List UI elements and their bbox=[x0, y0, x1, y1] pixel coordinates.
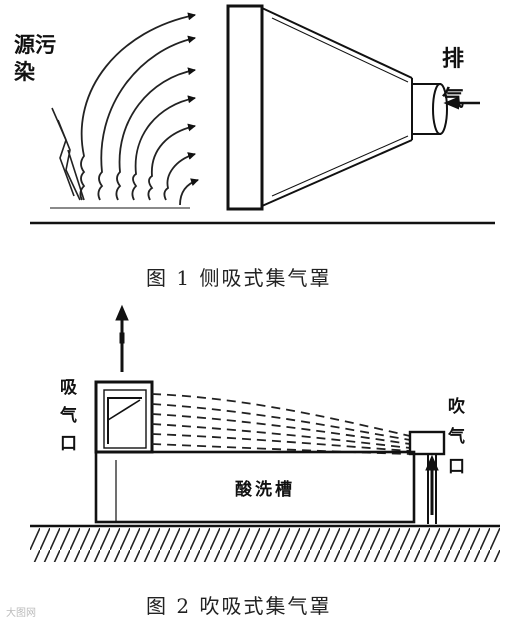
fig1-source-label: 源污染 bbox=[14, 33, 56, 84]
fig2-up-arrow bbox=[115, 304, 129, 372]
fig1-exhaust-label: 排气 bbox=[442, 47, 465, 112]
fig2-intake-hood bbox=[94, 380, 154, 454]
fig2-blow-nozzle bbox=[408, 430, 446, 524]
fig1-hood bbox=[226, 4, 413, 211]
fig1-caption: 图 1 侧吸式集气罩 bbox=[146, 266, 332, 290]
fig2-tank-label: 酸洗槽 bbox=[235, 480, 295, 500]
fig2-dashed-airflow bbox=[151, 393, 411, 455]
fig1-airflow-lines bbox=[79, 12, 199, 206]
figure2-drawing bbox=[30, 304, 500, 562]
figure1-drawing bbox=[30, 4, 495, 225]
fig2-caption: 图 2 吹吸式集气罩 bbox=[146, 594, 332, 618]
fig1-exhaust-pipe bbox=[411, 83, 480, 135]
fig2-acid-tank bbox=[94, 450, 416, 524]
fig2-ground bbox=[30, 524, 500, 562]
fig2-intake-label: 吸气口 bbox=[60, 378, 77, 454]
fig2-blow-label: 吹气口 bbox=[448, 397, 465, 477]
watermark: 大图网 bbox=[6, 608, 36, 619]
